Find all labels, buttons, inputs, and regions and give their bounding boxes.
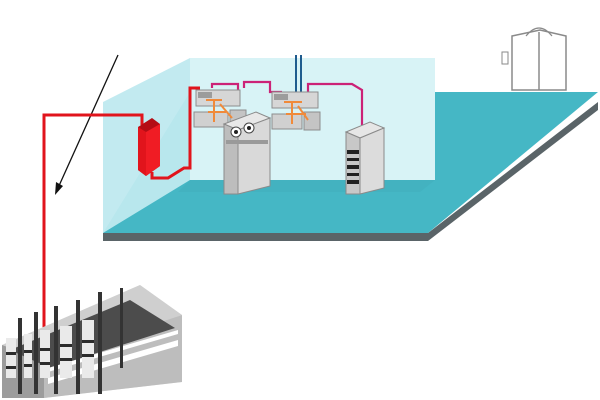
router-cluster-icon-2: [271, 91, 321, 131]
red-junction-box-icon: [138, 118, 160, 176]
server-tower-icon: [222, 111, 272, 195]
building-window-band: [48, 330, 178, 384]
wall-floor-shade: [178, 180, 435, 192]
arrow-icon: [55, 54, 119, 195]
building-columns: [18, 288, 123, 394]
red-cable-building: [42, 113, 144, 330]
elevator-door-icon: [501, 27, 567, 91]
blue-cables: [295, 55, 302, 92]
office-building-icon: [2, 285, 182, 398]
rack-server-icon: [344, 121, 386, 195]
red-cable-box-router: [150, 86, 200, 180]
